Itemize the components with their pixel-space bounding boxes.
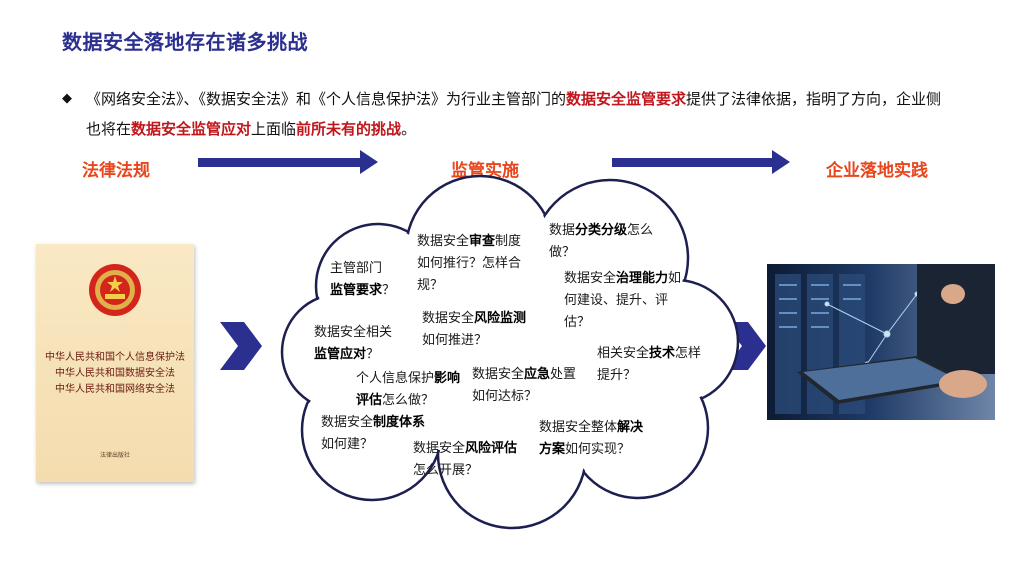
question-text: 怎么开展？: [413, 463, 479, 478]
question-regulatory-response: 数据安全相关监管应对？: [314, 322, 404, 366]
arrow-right-icon: [198, 150, 378, 174]
question-keyword: 技术: [649, 346, 676, 361]
question-text: 数据安全: [417, 234, 470, 249]
question-keyword: 影响评估: [356, 371, 461, 408]
question-text: 怎么做？: [549, 223, 654, 260]
question-text: 如何建设、提升、评估？: [564, 271, 682, 330]
book-title-dsl: 中华人民共和国数据安全法: [55, 368, 175, 379]
question-text: 如何推进？: [422, 333, 488, 348]
question-system-framework: 数据安全制度体系如何建？: [321, 412, 433, 456]
diamond-bullet-icon: ◆: [62, 91, 72, 106]
question-text: 数据安全整体: [539, 420, 618, 435]
stage-laws: 法律法规: [82, 161, 150, 181]
question-text: 怎样提升？: [597, 346, 702, 383]
slide-title: 数据安全落地存在诸多挑战: [62, 30, 308, 54]
question-keyword: 审查: [469, 234, 496, 249]
question-keyword: 分类分级: [575, 223, 628, 238]
question-text: 数据安全: [321, 415, 374, 430]
question-text: 如何实现？: [565, 442, 631, 457]
question-keyword: 监管应对: [314, 347, 367, 362]
intro-text-part: 上面临: [251, 120, 297, 138]
question-impact-assessment: 个人信息保护影响评估怎么做？: [356, 368, 468, 412]
national-emblem-icon: [89, 264, 141, 316]
book-title-pipl: 中华人民共和国个人信息保护法: [45, 352, 185, 363]
intro-text-part: 《网络安全法》、《数据安全法》和《个人信息保护法》为行业主管部门的: [86, 90, 567, 108]
question-text: 如何建？: [321, 437, 374, 452]
question-text: 处置如何达标？: [472, 367, 577, 404]
highlight-unprecedented-challenges: 前所未有的挑战: [296, 120, 402, 138]
question-text: 数据安全: [472, 367, 525, 382]
question-text: 怎么做？: [382, 393, 435, 408]
question-risk-monitoring: 数据安全风险监测如何推进？: [422, 308, 534, 352]
chevron-right-icon: [220, 322, 262, 370]
intro-text-part: 。: [401, 120, 417, 138]
question-emergency-response: 数据安全应急处置如何达标？: [472, 364, 584, 408]
question-text: 数据安全: [413, 441, 466, 456]
data-center-illustration: [775, 264, 995, 414]
question-keyword: 治理能力: [616, 271, 669, 286]
question-text: 数据安全: [564, 271, 617, 286]
book-title-csl: 中华人民共和国网络安全法: [55, 384, 175, 395]
question-governance: 数据安全治理能力如何建设、提升、评估？: [564, 268, 688, 334]
question-technology: 相关安全技术怎样提升？: [597, 343, 709, 387]
question-keyword: 制度体系: [373, 415, 426, 430]
question-keyword: 应急: [524, 367, 551, 382]
question-text: 数据安全: [422, 311, 475, 326]
question-security-review: 数据安全审查制度如何推行？怎样合规？: [417, 231, 527, 297]
book-publisher: 法律出版社: [99, 452, 130, 459]
question-keyword: 解决方案: [539, 420, 644, 457]
question-text: 数据: [549, 223, 576, 238]
highlight-regulatory-response: 数据安全监管应对: [131, 120, 252, 138]
intro-text: 《网络安全法》、《数据安全法》和《个人信息保护法》为行业主管部门的数据安全监管要…: [86, 84, 946, 144]
question-classification: 数据分类分级怎么做？: [549, 220, 659, 264]
question-text: 个人信息保护: [356, 371, 435, 386]
arrow-right-icon: [612, 150, 790, 174]
question-text: ？: [382, 283, 396, 298]
question-regulatory-requirements: 主管部门监管要求？: [330, 258, 410, 302]
question-risk-assessment: 数据安全风险评估怎么开展？: [413, 438, 525, 482]
question-keyword: 风险评估: [465, 441, 518, 456]
question-keyword: 监管要求: [330, 283, 383, 298]
question-text: 数据安全相关: [314, 325, 393, 340]
law-book-cover: 中华人民共和国个人信息保护法 中华人民共和国数据安全法 中华人民共和国网络安全法…: [36, 244, 194, 482]
question-overall-solution: 数据安全整体解决方案如何实现？: [539, 417, 655, 461]
question-text: 相关安全: [597, 346, 650, 361]
question-keyword: 风险监测: [474, 311, 527, 326]
stage-enterprise-practice: 企业落地实践: [826, 161, 928, 181]
question-text: ？: [366, 347, 380, 362]
question-text: 主管部门: [330, 261, 383, 276]
question-text: 制度如何推行？怎样合规？: [417, 234, 522, 293]
highlight-regulatory-requirements: 数据安全监管要求: [566, 90, 687, 108]
enterprise-tablet-photo: [767, 264, 995, 420]
intro-text-part: 提供了法律依据，指明了方向，企业侧也将在: [86, 90, 942, 138]
